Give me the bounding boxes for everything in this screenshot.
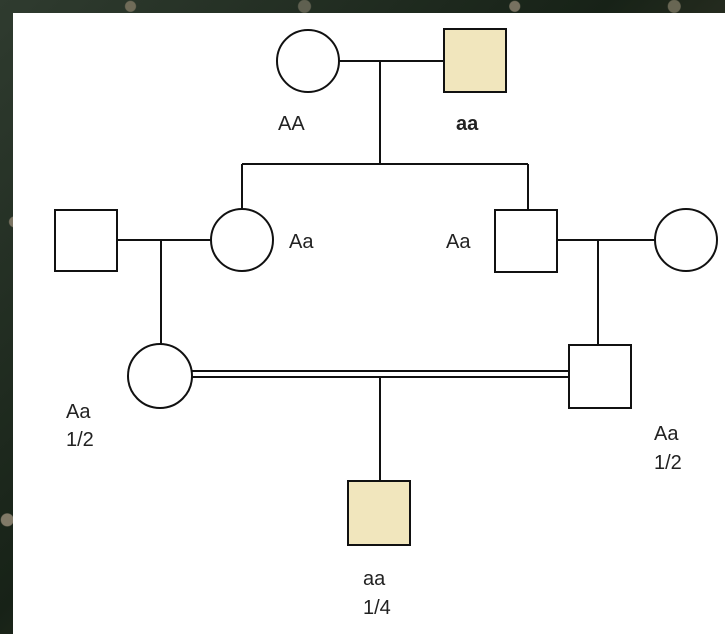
- label-grandfather: aa: [456, 113, 479, 135]
- label-son: Aa: [446, 231, 471, 253]
- label-daughter: Aa: [289, 231, 314, 253]
- label-cousin-female-genotype: Aa: [66, 401, 91, 423]
- grandmother-circle: [276, 29, 340, 93]
- right-spouse-circle: [654, 208, 718, 272]
- label-child-genotype: aa: [363, 568, 386, 590]
- affected-child-square: [347, 480, 411, 546]
- left-spouse-square: [54, 209, 118, 272]
- daughter-circle: [210, 208, 274, 272]
- label-grandmother: AA: [278, 113, 305, 135]
- cousin-male-square: [568, 344, 632, 409]
- label-cousin-female-probability: 1/2: [66, 429, 94, 451]
- affected-grandfather-square: [443, 28, 507, 93]
- label-cousin-male-probability: 1/2: [654, 452, 682, 474]
- label-child-probability: 1/4: [363, 597, 391, 619]
- label-cousin-male-genotype: Aa: [654, 423, 679, 445]
- son-square: [494, 209, 558, 273]
- cousin-female-circle: [127, 343, 193, 409]
